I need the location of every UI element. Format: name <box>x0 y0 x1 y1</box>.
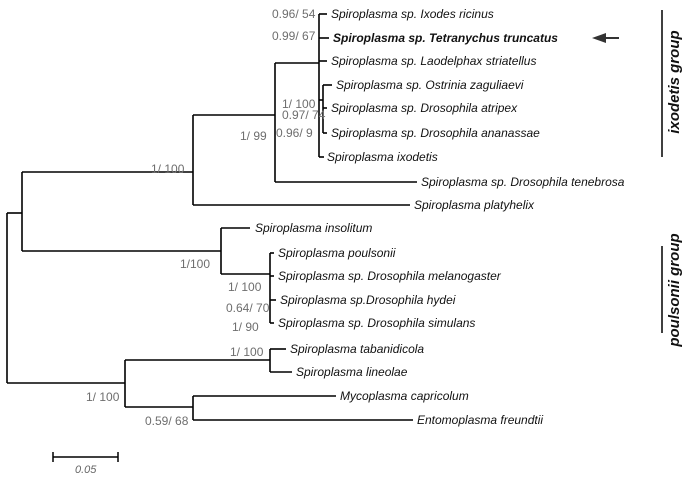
taxon-label: Spiroplasma platyhelix <box>414 198 535 212</box>
support-value: 1/ 100 <box>151 162 185 176</box>
taxon-label: Spiroplasma sp. Drosophila ananassae <box>331 126 540 140</box>
scale-bar-label: 0.05 <box>75 464 97 476</box>
poulsonii-group-label-text: poulsonii group <box>666 233 683 347</box>
ixodetis-group-label: ixodetis group <box>666 30 683 133</box>
taxon-label: Spiroplasma sp. Ostrinia zaguliaevi <box>336 78 524 92</box>
ixodetis-group-label-text: ixodetis group <box>666 30 683 133</box>
taxon-labels: Spiroplasma sp. Ixodes ricinus Spiroplas… <box>255 7 625 427</box>
tree-branches <box>6 13 417 421</box>
taxon-label: Spiroplasma sp. Drosophila atripex <box>331 101 518 115</box>
taxon-label: Spiroplasma sp. Ixodes ricinus <box>331 7 494 21</box>
support-value: 0.96/ 9 <box>276 126 313 140</box>
taxon-label: Spiroplasma sp. Drosophila simulans <box>278 316 475 330</box>
support-value: 0.97/ 74 <box>282 108 326 122</box>
taxon-label: Spiroplasma lineolae <box>296 365 408 379</box>
taxon-label: Spiroplasma tabanidicola <box>290 342 424 356</box>
support-value: 0.64/ 70 <box>226 301 270 315</box>
support-value: 1/ 100 <box>282 97 316 111</box>
support-value: 0.99/ 67 <box>272 29 316 43</box>
taxon-label: Spiroplasma insolitum <box>255 221 372 235</box>
support-values: 0.96/ 54 0.99/ 67 1/ 100 0.97/ 74 0.96/ … <box>86 7 326 428</box>
support-value: 0.59/ 68 <box>145 414 189 428</box>
highlight-arrow-icon <box>592 33 619 43</box>
taxon-label: Spiroplasma sp. Drosophila melanogaster <box>278 269 502 283</box>
support-value: 1/ 100 <box>228 280 262 294</box>
support-value: 1/ 99 <box>240 129 267 143</box>
support-value: 1/100 <box>180 257 210 271</box>
taxon-label-highlighted: Spiroplasma sp. Tetranychus truncatus <box>333 31 558 45</box>
support-value: 1/ 90 <box>232 320 259 334</box>
taxon-label: Entomoplasma freundtii <box>417 413 543 427</box>
taxon-label: Spiroplasma sp. Laodelphax striatellus <box>331 54 536 68</box>
poulsonii-group-label: poulsonii group <box>666 233 683 347</box>
support-value: 0.96/ 54 <box>272 7 316 21</box>
support-value: 1/ 100 <box>86 390 120 404</box>
taxon-label: Spiroplasma sp.Drosophila hydei <box>280 293 456 307</box>
taxon-label: Spiroplasma sp. Drosophila tenebrosa <box>421 175 625 189</box>
scale-bar: 0.05 <box>52 452 119 476</box>
taxon-label: Spiroplasma ixodetis <box>327 150 438 164</box>
taxon-label: Spiroplasma poulsonii <box>278 246 396 260</box>
support-value: 1/ 100 <box>230 345 264 359</box>
taxon-label: Mycoplasma capricolum <box>340 389 469 403</box>
